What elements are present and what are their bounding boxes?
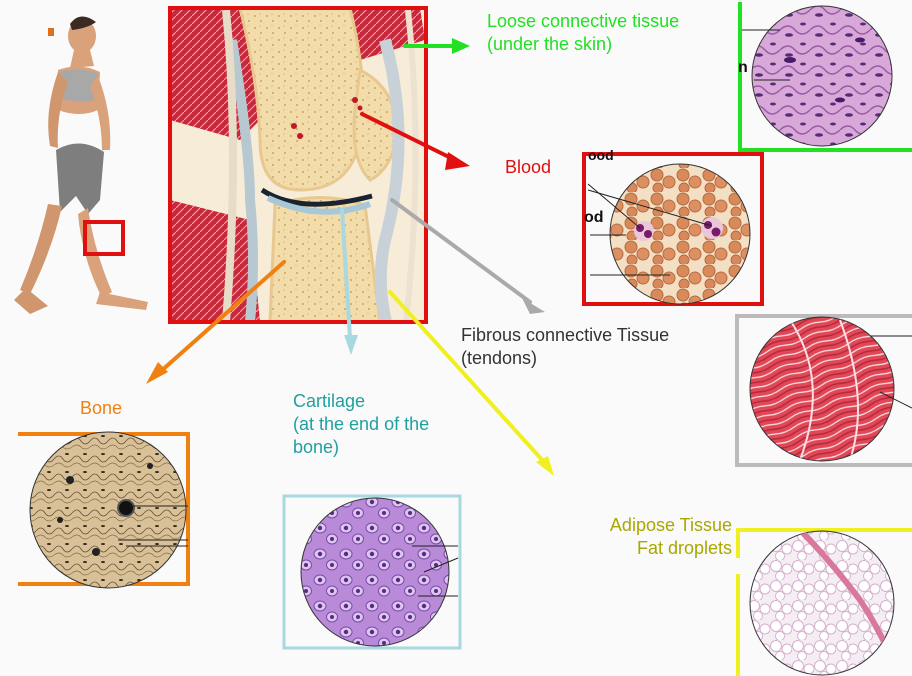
shorts — [56, 143, 104, 214]
blood-sample — [584, 154, 762, 304]
cartilage-label-line1: Cartilage — [293, 390, 429, 413]
blood-fragment-od: od — [584, 209, 604, 226]
blood-fragment-ood: ood — [588, 147, 614, 163]
label-adipose-tissue: Adipose Tissue Fat droplets — [578, 514, 732, 560]
adipose-label-line2: Fat droplets — [578, 537, 732, 560]
label-bone: Bone — [80, 397, 122, 420]
label-cartilage: Cartilage (at the end of the bone) — [293, 390, 429, 459]
bone-tissue-sample — [18, 432, 188, 588]
loose-tissue-sample — [740, 2, 912, 150]
fibrous-label-line2: (tendons) — [461, 347, 669, 370]
fibrous-tissue-sample — [737, 316, 912, 465]
label-loose-connective-tissue: Loose connective tissue (under the skin) — [487, 10, 679, 56]
label-fibrous-connective-tissue: Fibrous connective Tissue (tendons) — [461, 324, 669, 370]
label-blood: Blood — [505, 156, 551, 179]
cartilage-label-line3: bone) — [293, 436, 429, 459]
loose-label-line1: Loose connective tissue — [487, 10, 679, 33]
fibrous-label-line1: Fibrous connective Tissue — [461, 324, 669, 347]
woman-walking-figure — [14, 16, 148, 314]
knee-cross-section — [170, 8, 426, 322]
loose-fragment-n: n — [738, 59, 748, 76]
tibia — [270, 198, 380, 323]
adipose-tissue-sample — [738, 530, 912, 676]
cartilage-sample — [284, 496, 460, 648]
cartilage-label-line2: (at the end of the — [293, 413, 429, 436]
adipose-label-line1: Adipose Tissue — [578, 514, 732, 537]
loose-label-line2: (under the skin) — [487, 33, 679, 56]
